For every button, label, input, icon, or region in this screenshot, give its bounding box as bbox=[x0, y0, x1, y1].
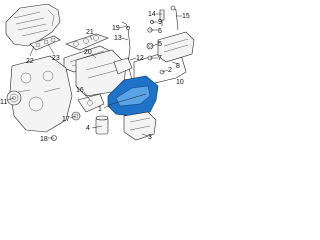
callout-7: 7 bbox=[158, 55, 162, 62]
callout-11: 11 bbox=[0, 99, 7, 106]
callout-6: 6 bbox=[158, 28, 162, 35]
intake-manifold-part[interactable] bbox=[5, 3, 61, 47]
oil-filler-cap-part[interactable] bbox=[146, 42, 154, 50]
engine-parts-diagram: 1 2 3 4 5 6 7 8 9 10 11 12 13 14 15 16 1… bbox=[0, 3, 195, 143]
bolt-part[interactable] bbox=[121, 21, 129, 29]
oil-filter-part[interactable] bbox=[95, 115, 109, 135]
callout-20: 20 bbox=[84, 49, 92, 56]
oil-pan-part[interactable] bbox=[107, 75, 159, 117]
callout-18: 18 bbox=[40, 136, 48, 143]
callout-13: 13 bbox=[114, 35, 122, 42]
manifold-gasket-part[interactable] bbox=[29, 35, 61, 51]
callout-16: 16 bbox=[76, 87, 84, 94]
callout-22: 22 bbox=[26, 58, 34, 65]
oil-level-sensor-part[interactable] bbox=[159, 9, 165, 26]
callout-21: 21 bbox=[86, 29, 94, 36]
callout-4: 4 bbox=[86, 125, 90, 132]
callout-3: 3 bbox=[148, 134, 152, 141]
timing-cover-part[interactable] bbox=[9, 55, 73, 133]
valve-cover-part[interactable] bbox=[157, 31, 195, 63]
callout-8: 8 bbox=[176, 63, 180, 70]
callout-10: 10 bbox=[176, 79, 184, 86]
washer-parts[interactable] bbox=[147, 20, 154, 61]
callout-2: 2 bbox=[168, 67, 172, 74]
lower-oil-pan-part[interactable] bbox=[123, 111, 157, 141]
callout-15: 15 bbox=[182, 13, 190, 20]
oil-bracket-part[interactable] bbox=[113, 57, 133, 75]
head-gasket-part[interactable] bbox=[65, 33, 109, 51]
dipstick-part[interactable] bbox=[170, 5, 179, 31]
callout-12: 12 bbox=[136, 55, 144, 62]
callout-23: 23 bbox=[52, 55, 60, 62]
callout-9: 9 bbox=[158, 19, 162, 26]
callout-17: 17 bbox=[62, 116, 70, 123]
oil-pump-part[interactable] bbox=[77, 93, 105, 113]
callout-14: 14 bbox=[148, 11, 156, 18]
callout-1: 1 bbox=[98, 106, 102, 113]
callout-5: 5 bbox=[158, 41, 162, 48]
callout-19: 19 bbox=[112, 25, 120, 32]
leader-lines bbox=[7, 13, 182, 139]
